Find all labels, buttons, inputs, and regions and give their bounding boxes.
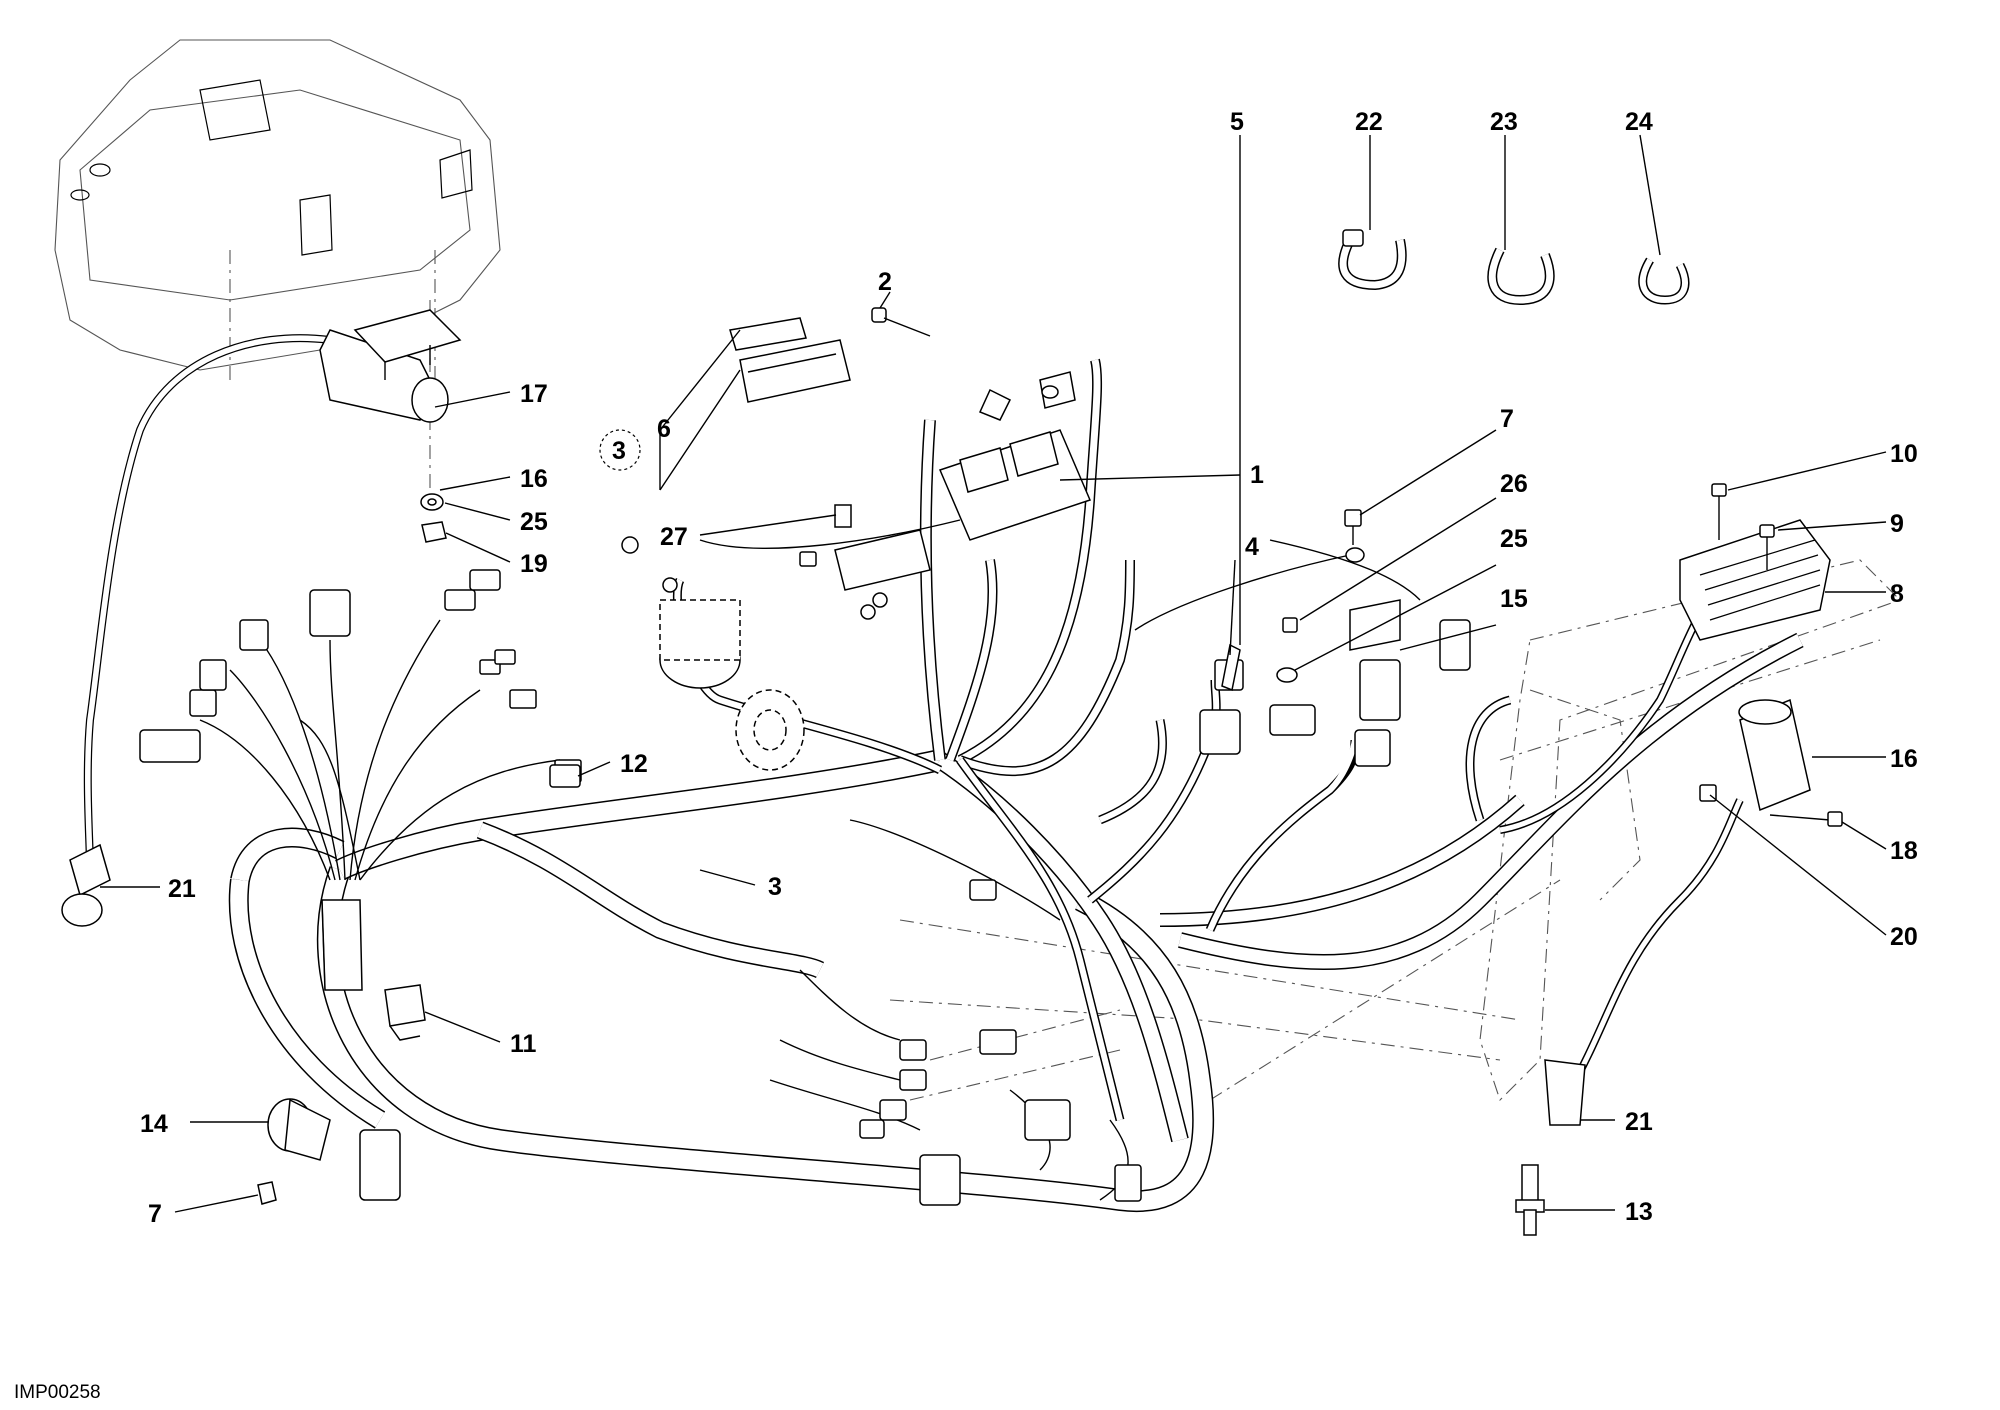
leader-lines bbox=[100, 134, 1887, 1213]
part-16-ignition-coil-front bbox=[1738, 698, 1811, 812]
part-6-fuse-cover bbox=[729, 317, 807, 351]
callout-14: 14 bbox=[140, 1110, 168, 1138]
part-3-fuse-box bbox=[739, 339, 851, 403]
callout-4: 4 bbox=[1245, 533, 1259, 561]
callout-21-right: 21 bbox=[1625, 1108, 1653, 1136]
part-1-ecu-mount bbox=[938, 371, 1092, 541]
part-10-screw bbox=[1711, 483, 1727, 540]
part-13-spark-plug bbox=[1515, 1164, 1545, 1236]
callout-10: 10 bbox=[1890, 440, 1918, 468]
callout-19: 19 bbox=[520, 550, 548, 578]
part-16-ignition-coil-rear bbox=[319, 329, 449, 423]
part-22-cable-tie bbox=[1338, 229, 1407, 291]
part-24-clamp bbox=[1638, 257, 1690, 305]
callout-7-upper: 7 bbox=[1500, 405, 1514, 433]
part-21-spark-plug-cap-right bbox=[1544, 1059, 1586, 1126]
callout-13: 13 bbox=[1625, 1198, 1653, 1226]
part-23-clamp bbox=[1487, 247, 1555, 306]
phantom-frame-outline bbox=[229, 250, 1902, 1102]
callout-2: 2 bbox=[878, 268, 892, 296]
connector-cluster-lower bbox=[859, 879, 1142, 1206]
part-25-washer bbox=[420, 493, 444, 511]
callout-21-left: 21 bbox=[168, 875, 196, 903]
connector-cluster-left bbox=[139, 569, 582, 783]
part-21-spark-plug-cap-left bbox=[61, 843, 111, 927]
callout-12: 12 bbox=[620, 750, 648, 778]
part-11-relay bbox=[384, 984, 426, 1041]
callout-26: 26 bbox=[1500, 470, 1528, 498]
branch-wires bbox=[83, 334, 1744, 1201]
callout-16-rear: 16 bbox=[520, 465, 548, 493]
part-9-screw bbox=[1759, 524, 1775, 570]
part-17-coil-bracket bbox=[353, 309, 462, 380]
starter-solenoid-bracket bbox=[799, 529, 931, 620]
callout-1: 1 bbox=[1250, 461, 1264, 489]
callout-3-circle bbox=[599, 429, 641, 471]
part-2-screw bbox=[871, 307, 931, 337]
callout-22: 22 bbox=[1355, 108, 1383, 136]
callout-5: 5 bbox=[1230, 108, 1244, 136]
part-12-connector bbox=[549, 764, 581, 788]
callout-27: 27 bbox=[660, 523, 688, 551]
part-26-bolt bbox=[1282, 617, 1298, 633]
callout-17: 17 bbox=[520, 380, 548, 408]
part-8-voltage-regulator bbox=[1679, 519, 1831, 641]
part-15-fuse-holder bbox=[1269, 599, 1471, 767]
callout-11: 11 bbox=[510, 1030, 537, 1058]
part-7-screw-lower bbox=[257, 1181, 277, 1205]
part-7-eyelet-bolt bbox=[1344, 509, 1365, 563]
part-27-fuse bbox=[834, 504, 852, 528]
callout-24: 24 bbox=[1625, 108, 1653, 136]
callout-8: 8 bbox=[1890, 580, 1904, 608]
starter-motor bbox=[621, 536, 805, 771]
callout-15: 15 bbox=[1500, 585, 1528, 613]
callout-16-front: 16 bbox=[1890, 745, 1918, 773]
part-18-screw bbox=[1769, 811, 1843, 827]
callout-9: 9 bbox=[1890, 510, 1904, 538]
part-19-nut bbox=[421, 521, 447, 543]
callout-numbers: 1 2 3 3 4 5 6 7 7 8 9 10 11 12 13 14 15 … bbox=[140, 108, 1918, 1228]
part-25-washer-right bbox=[1276, 667, 1298, 683]
part-14-switch bbox=[267, 1098, 401, 1201]
callout-7-lower: 7 bbox=[148, 1200, 162, 1228]
callout-25-lower: 25 bbox=[1500, 525, 1528, 553]
callout-20: 20 bbox=[1890, 923, 1918, 951]
callout-18: 18 bbox=[1890, 837, 1918, 865]
callout-6: 6 bbox=[657, 415, 671, 443]
part-5-terminal bbox=[1221, 643, 1241, 692]
drawing-code: IMP00258 bbox=[14, 1382, 101, 1403]
callout-23: 23 bbox=[1490, 108, 1518, 136]
battery-box bbox=[54, 39, 501, 371]
callout-25-upper: 25 bbox=[520, 508, 548, 536]
callout-3-harness: 3 bbox=[768, 873, 782, 901]
callout-3-fusebox: 3 bbox=[612, 437, 626, 465]
part-4-relay bbox=[1199, 659, 1244, 755]
